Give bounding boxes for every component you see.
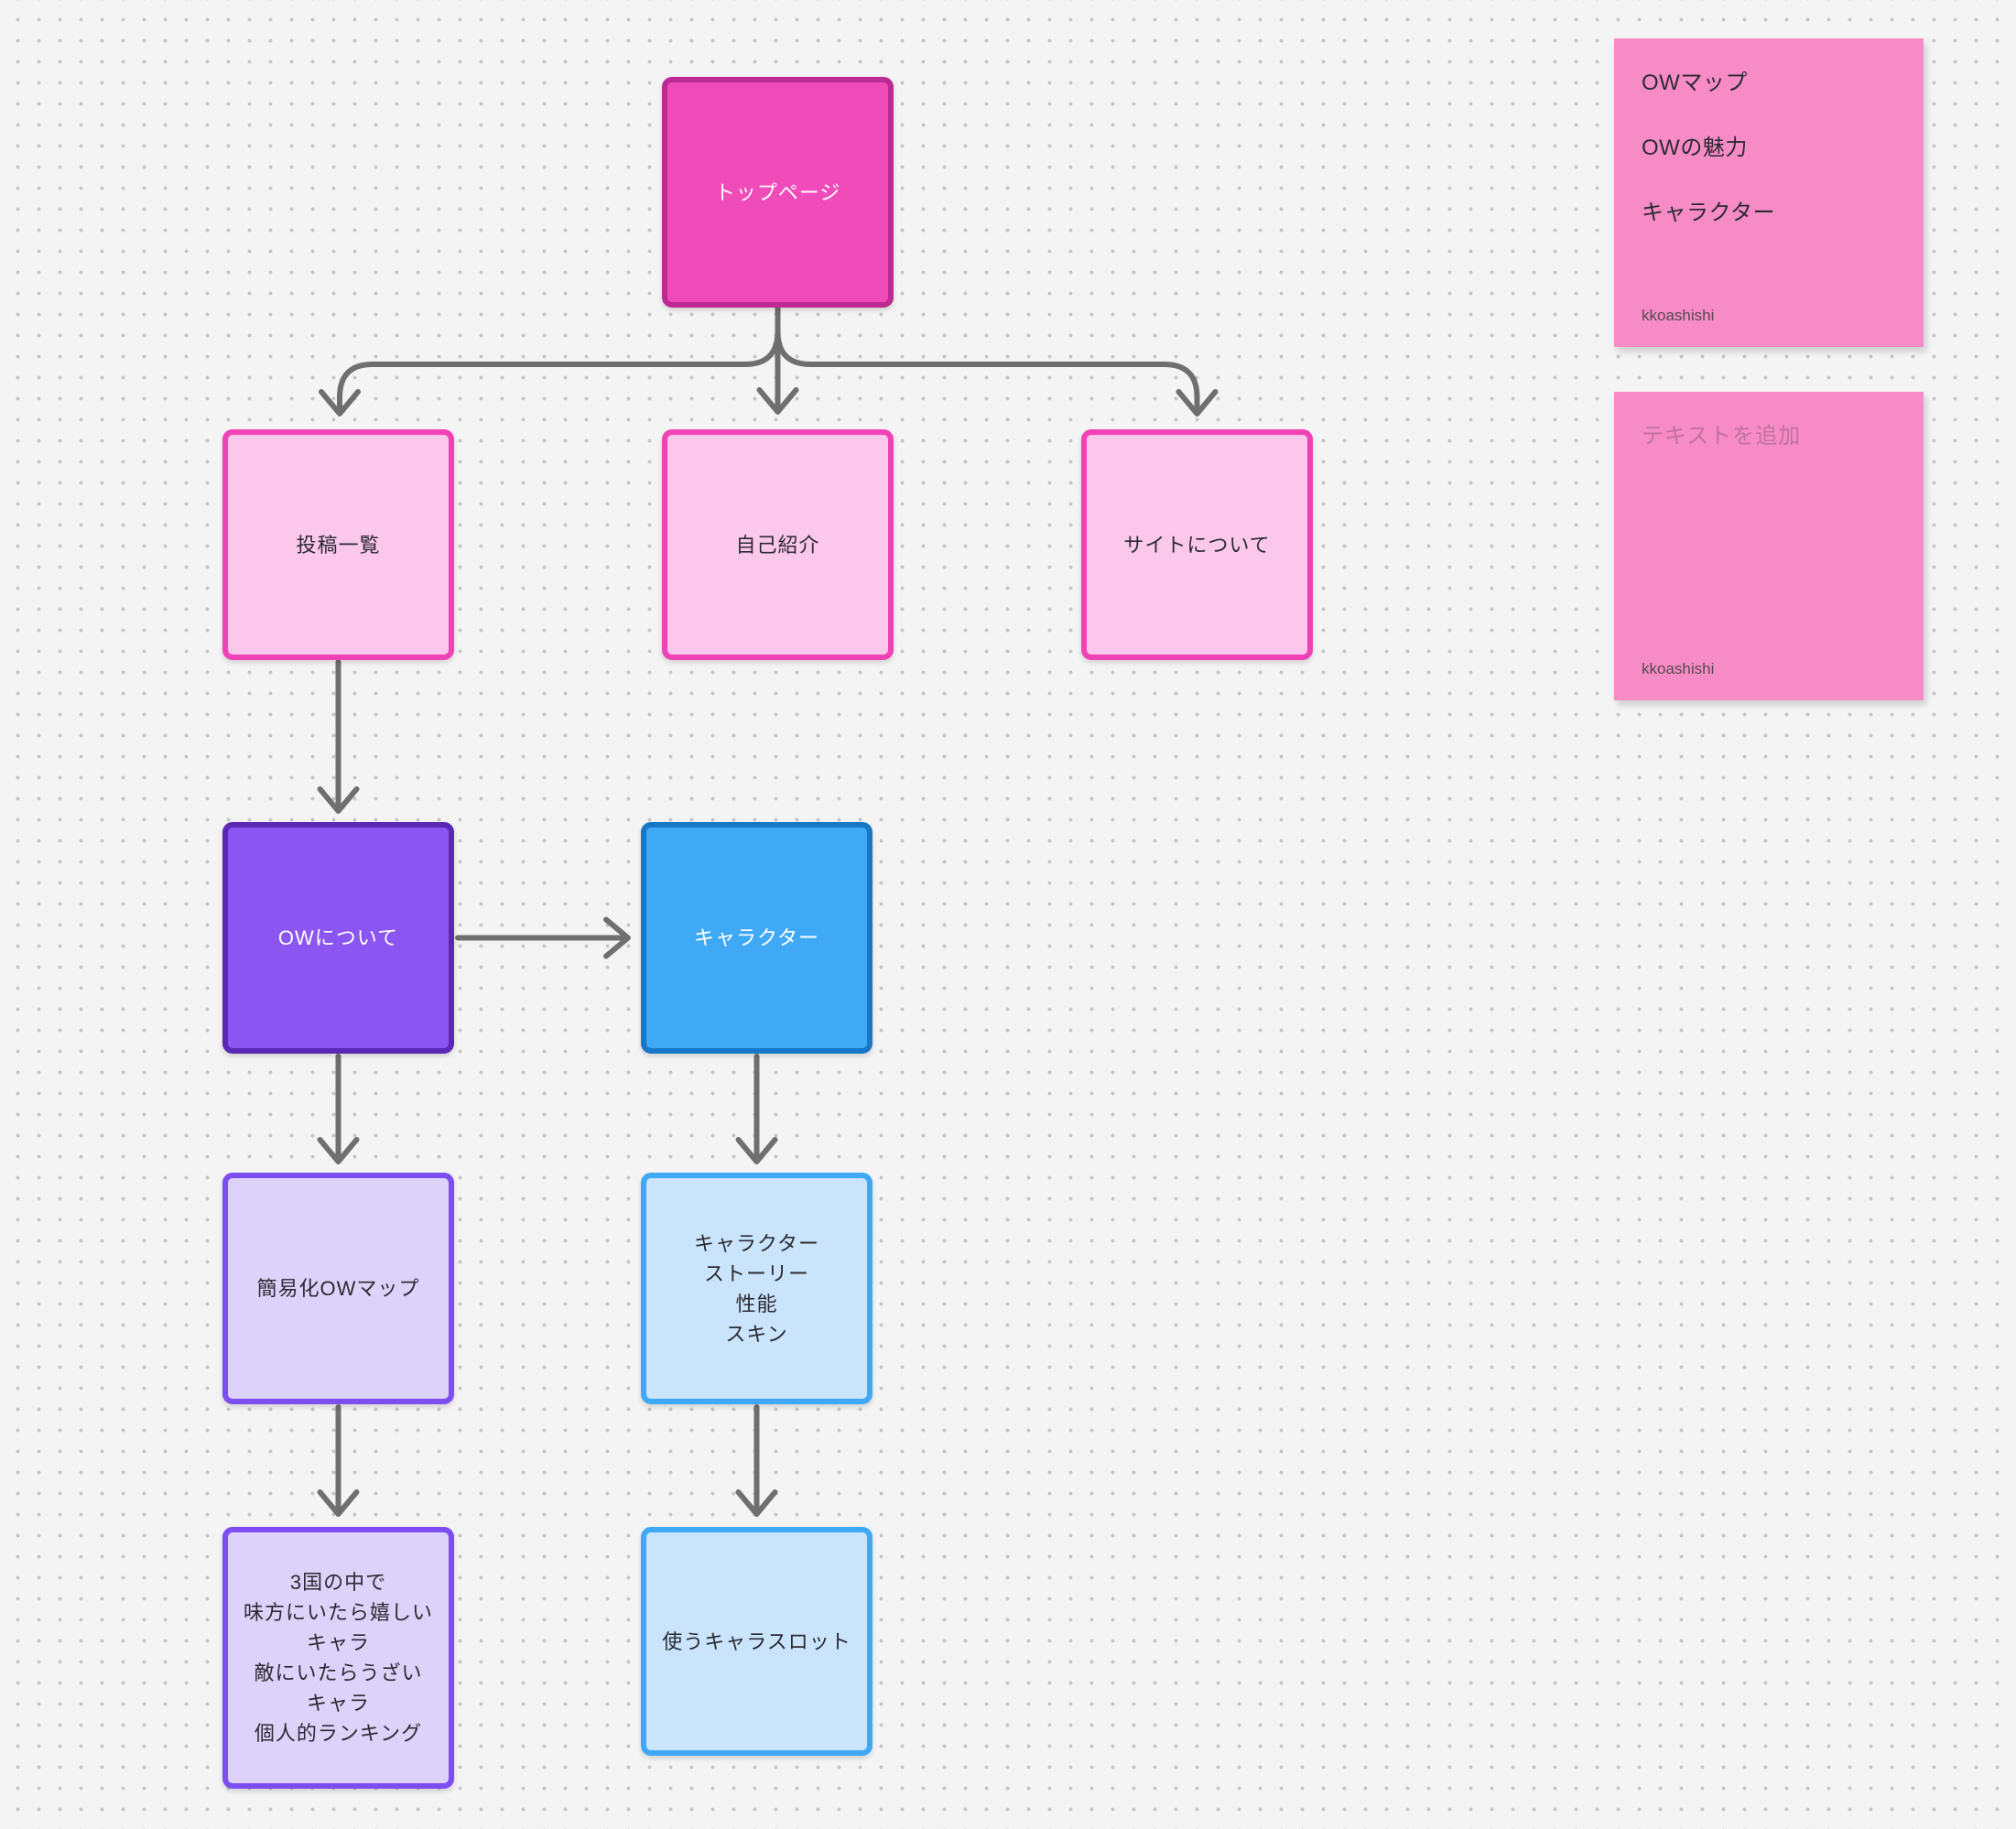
flow-node-char-detail[interactable]: キャラクター ストーリー 性能 スキン bbox=[641, 1173, 873, 1404]
node-label: 簡易化OWマップ bbox=[256, 1277, 420, 1300]
flow-node-char-slot[interactable]: 使うキャラスロット bbox=[641, 1527, 873, 1756]
arrowhead-down-icon bbox=[735, 1489, 778, 1517]
node-label: 3国の中で 味方にいたら嬉しい キャラ 敵にいたらうざい キャラ 個人的ランキン… bbox=[243, 1571, 433, 1745]
node-label: キャラクター ストーリー 性能 スキン bbox=[693, 1231, 820, 1346]
node-label: サイトについて bbox=[1123, 533, 1271, 557]
node-label: 使うキャラスロット bbox=[662, 1629, 851, 1653]
sticky-placeholder: テキストを追加 bbox=[1642, 424, 1802, 449]
arrowhead-right-icon bbox=[603, 916, 631, 959]
flow-node-about-site[interactable]: サイトについて bbox=[1081, 429, 1313, 660]
arrowhead-down-icon bbox=[317, 786, 360, 814]
connector-top-to-about-site[interactable] bbox=[775, 305, 1219, 417]
flow-node-ow-map[interactable]: 簡易化OWマップ bbox=[222, 1173, 454, 1404]
sticky-note-empty[interactable]: テキストを追加 kkoashishi bbox=[1614, 392, 1924, 700]
node-label: 投稿一覧 bbox=[296, 533, 381, 557]
arrowhead-down-icon bbox=[756, 387, 799, 415]
connector-ow-about-to-ow-map[interactable] bbox=[317, 1054, 360, 1164]
connector-top-to-self-intro[interactable] bbox=[756, 305, 799, 415]
connector-character-to-char-detail[interactable] bbox=[735, 1054, 778, 1164]
connector-char-detail-to-char-slot[interactable] bbox=[735, 1404, 778, 1517]
arrowhead-down-icon bbox=[317, 1137, 360, 1164]
arrowhead-down-icon bbox=[317, 1489, 360, 1517]
flow-node-post-list[interactable]: 投稿一覧 bbox=[222, 429, 454, 660]
arrowhead-down-icon bbox=[735, 1137, 778, 1164]
node-label: 自己紹介 bbox=[735, 533, 820, 557]
node-label: キャラクター bbox=[693, 926, 820, 949]
sticky-text-line: OWの魅力 bbox=[1642, 135, 1748, 160]
flow-node-ranking[interactable]: 3国の中で 味方にいたら嬉しい キャラ 敵にいたらうざい キャラ 個人的ランキン… bbox=[222, 1527, 454, 1789]
flow-node-ow-about[interactable]: OWについて bbox=[222, 822, 454, 1054]
connector-ow-about-to-character[interactable] bbox=[455, 916, 631, 959]
connector-post-list-to-ow-about[interactable] bbox=[317, 659, 360, 814]
flow-node-self-intro[interactable]: 自己紹介 bbox=[662, 429, 894, 660]
sticky-author: kkoashishi bbox=[1642, 660, 1715, 677]
connector-ow-map-to-ranking[interactable] bbox=[317, 1404, 360, 1517]
node-label: トップページ bbox=[714, 180, 841, 204]
flow-node-top-page[interactable]: トップページ bbox=[662, 77, 894, 308]
sticky-note-ideas[interactable]: OWマップ OWの魅力 キャラクター kkoashishi bbox=[1614, 38, 1924, 347]
connector-top-to-post-list[interactable] bbox=[319, 305, 781, 417]
node-label: OWについて bbox=[277, 926, 399, 949]
flow-node-character[interactable]: キャラクター bbox=[641, 822, 873, 1054]
arrowhead-down-icon bbox=[1176, 389, 1219, 417]
sticky-text-line: OWマップ bbox=[1642, 70, 1748, 95]
arrowhead-down-icon bbox=[319, 389, 361, 417]
sticky-text-line: キャラクター bbox=[1642, 200, 1776, 225]
sticky-author: kkoashishi bbox=[1642, 307, 1715, 324]
